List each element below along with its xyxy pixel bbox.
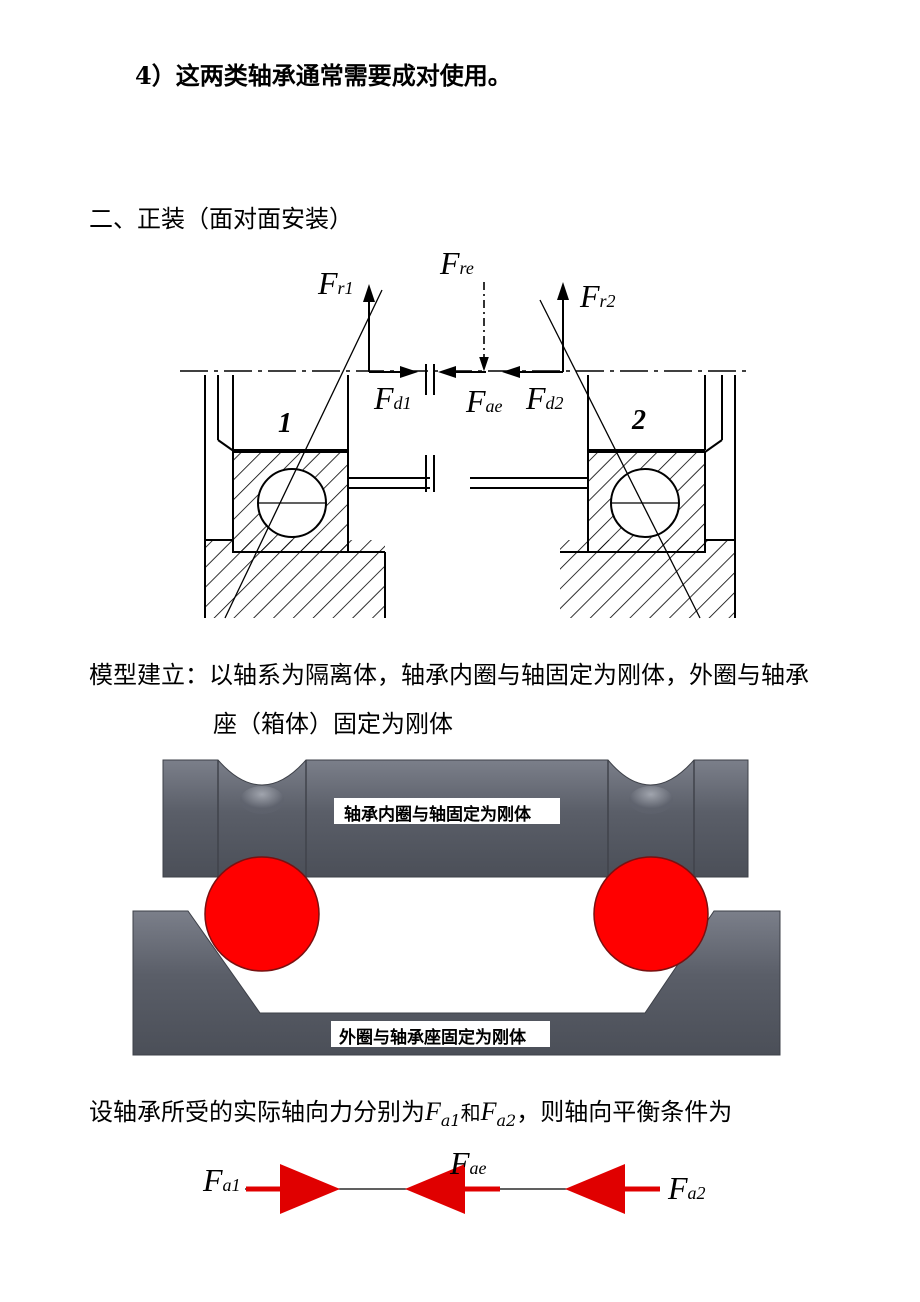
section-title: 二、正装（面对面安装） — [89, 205, 353, 233]
model-text-line1: 模型建立：以轴系为隔离体，轴承内圈与轴固定为刚体，外圈与轴承 — [89, 661, 809, 689]
item4-text: 4）这两类轴承通常需要成对使用。 — [135, 61, 512, 90]
shaft-break — [425, 364, 435, 492]
right-ball — [593, 856, 709, 972]
inner-ring-label: 轴承内圈与轴固定为刚体 — [344, 805, 531, 825]
left-housing — [204, 289, 430, 619]
right-housing — [470, 299, 736, 619]
fr2-label: Fr2 — [580, 278, 616, 314]
fr1-label: Fr1 — [318, 265, 354, 301]
balance-fa2-label: Fa2 — [668, 1170, 706, 1206]
fd1-label: Fd1 — [374, 380, 412, 416]
fre-label: Fre — [440, 245, 474, 281]
balance-fa1-label: Fa1 — [203, 1162, 241, 1198]
balance-fae-label: Fae — [450, 1145, 487, 1181]
bearing-diagram — [180, 282, 750, 619]
axial-force-sentence: 设轴承所受的实际轴向力分别为Fa1和Fa2，则轴向平衡条件为 — [89, 1097, 733, 1130]
fd2-label: Fd2 — [526, 380, 564, 416]
bearing-number-1: 1 — [278, 408, 292, 439]
outer-ring-housing — [132, 910, 781, 1056]
outer-ring-label: 外圈与轴承座固定为刚体 — [339, 1028, 526, 1048]
bearing-number-2: 2 — [632, 405, 646, 436]
model-text-line2: 座（箱体）固定为刚体 — [213, 710, 453, 738]
left-ball — [204, 856, 320, 972]
fae-label: Fae — [466, 383, 503, 419]
